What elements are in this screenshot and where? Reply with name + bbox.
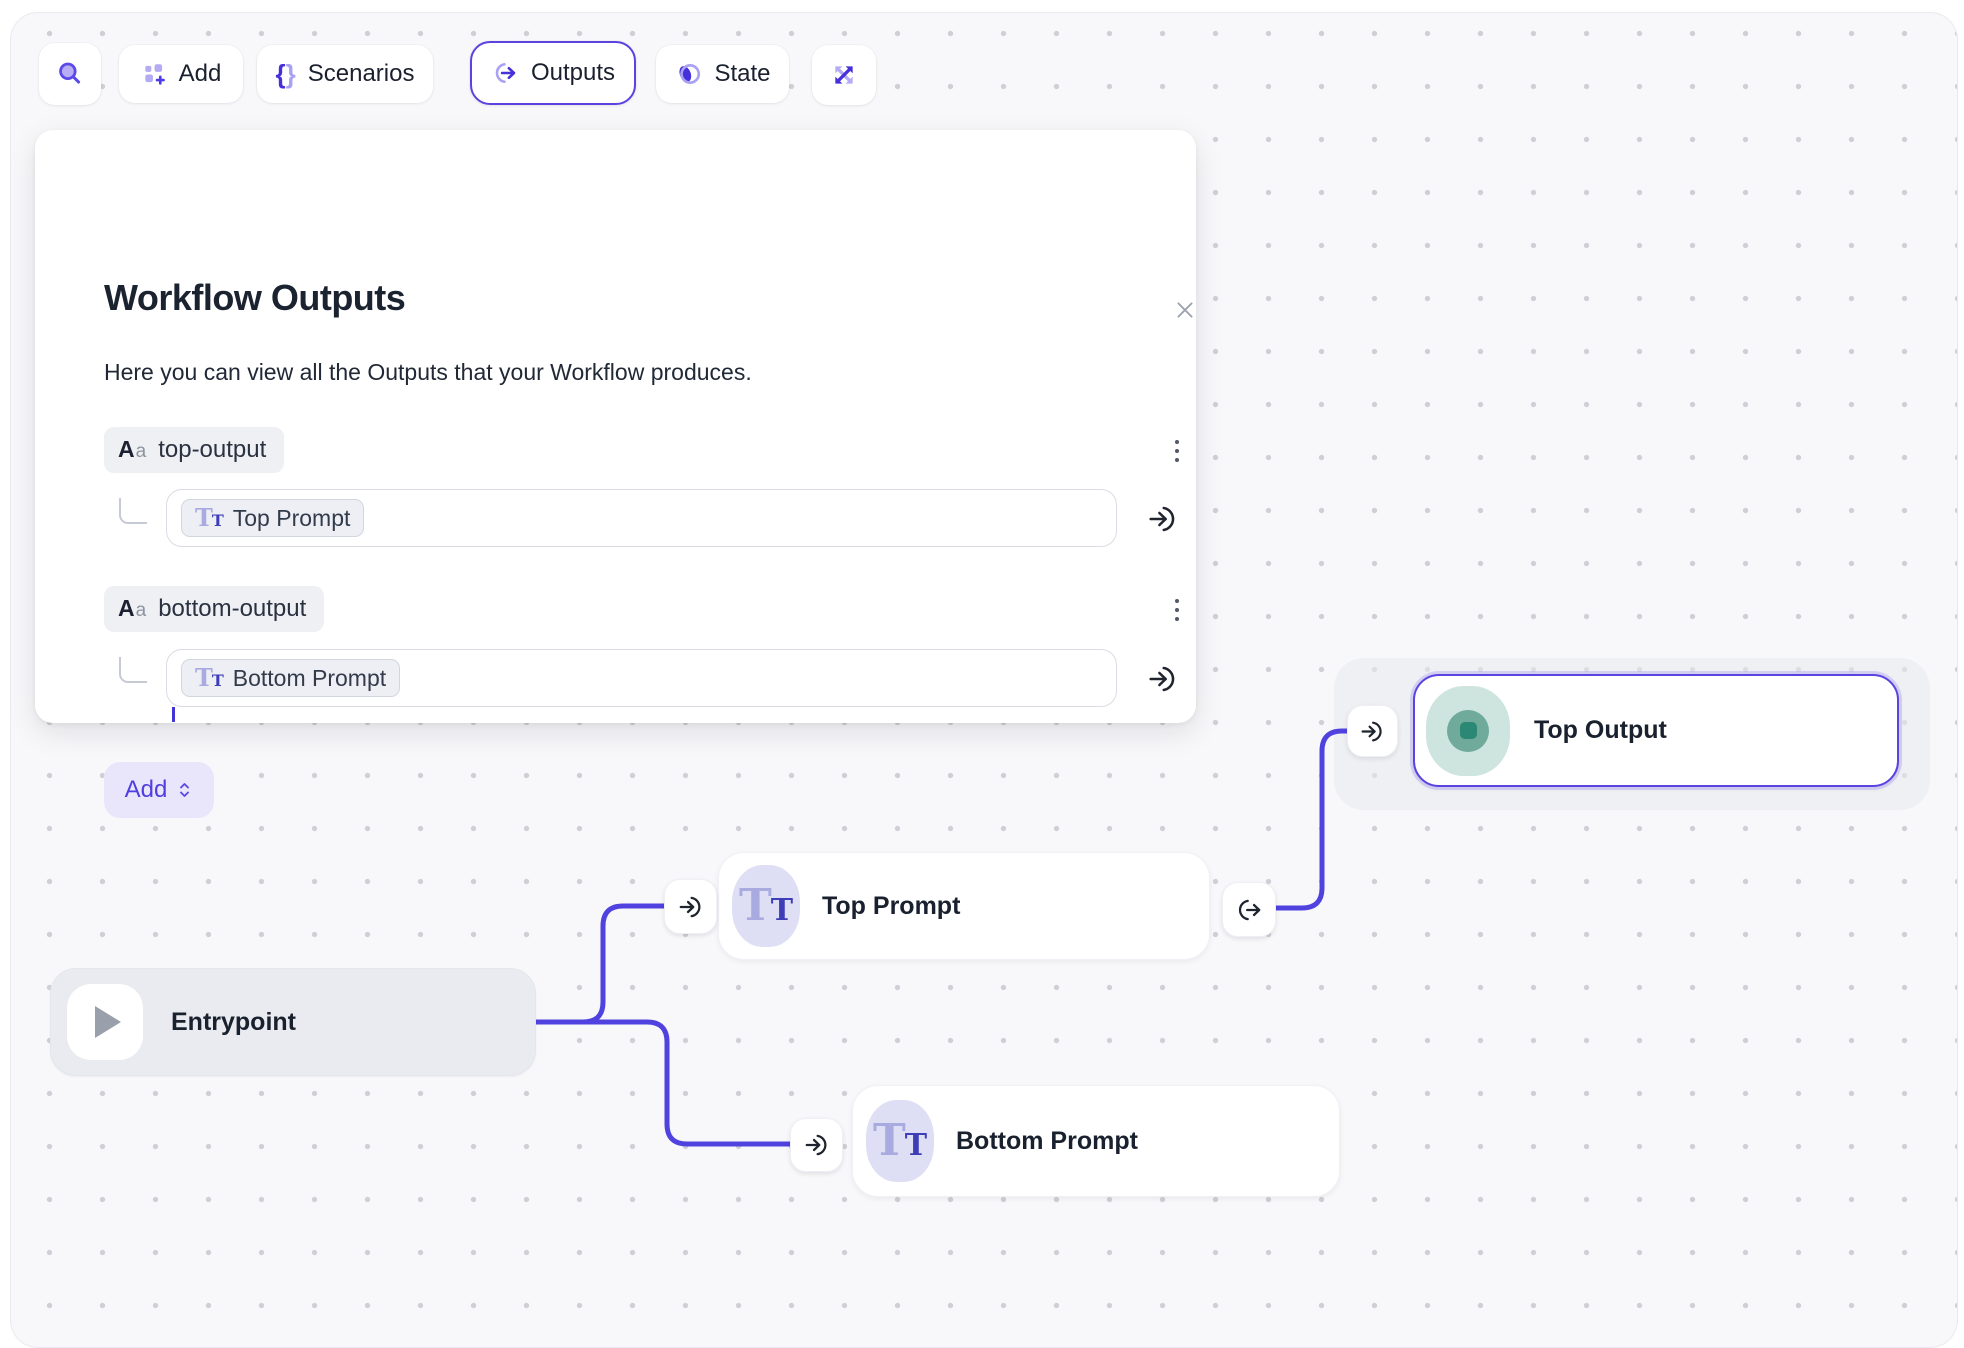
add-node-button[interactable]: Add <box>119 45 243 103</box>
top-prompt-output-port[interactable] <box>1222 882 1276 937</box>
enter-port-icon <box>1145 501 1181 537</box>
prompt-node-icon: TT <box>866 1100 934 1182</box>
text-type-icon: Aa <box>118 438 146 462</box>
add-output-button[interactable]: Add <box>104 762 214 818</box>
prompt-node-icon: TT <box>732 865 800 947</box>
node-label: Top Prompt <box>822 892 960 921</box>
expand-icon <box>831 62 857 88</box>
output-name-chip[interactable]: Aa bottom-output <box>104 586 324 632</box>
search-button[interactable] <box>39 43 101 105</box>
indent-connector <box>119 498 147 524</box>
play-icon <box>67 984 143 1060</box>
output-name: bottom-output <box>158 595 306 623</box>
node-label: Bottom Prompt <box>956 1127 1138 1156</box>
add-output-label: Add <box>125 776 168 804</box>
node-label: Entrypoint <box>171 1008 296 1037</box>
panel-subtitle: Here you can view all the Outputs that y… <box>104 359 752 386</box>
node-top-output[interactable]: Top Output <box>1413 674 1899 787</box>
output-value-label: Top Prompt <box>233 505 351 532</box>
prompt-type-icon: TT <box>195 506 224 531</box>
output-value-chip[interactable]: TT Bottom Prompt <box>181 659 400 697</box>
top-output-input-port[interactable] <box>1347 705 1398 757</box>
add-node-label: Add <box>179 60 222 88</box>
enter-port-icon <box>802 1130 832 1160</box>
outputs-button[interactable]: Outputs <box>470 41 636 105</box>
output-node-icon <box>1426 686 1510 776</box>
add-grid-icon <box>141 61 167 87</box>
output-name: top-output <box>158 436 266 464</box>
enter-port-icon <box>1358 717 1387 746</box>
panel-title: Workflow Outputs <box>104 277 405 319</box>
workflow-outputs-panel: Workflow Outputs Here you can view all t… <box>35 130 1196 723</box>
node-top-prompt[interactable]: TT Top Prompt <box>718 852 1210 960</box>
output-value-input[interactable]: TT Bottom Prompt <box>166 649 1117 707</box>
close-icon <box>1174 299 1196 321</box>
enter-port-icon <box>1145 661 1181 697</box>
top-prompt-input-port[interactable] <box>664 879 717 934</box>
node-bottom-prompt[interactable]: TT Bottom Prompt <box>852 1085 1340 1197</box>
exit-port-icon <box>1234 895 1264 925</box>
node-entrypoint[interactable]: Entrypoint <box>50 968 536 1076</box>
search-icon <box>55 59 85 89</box>
node-label: Top Output <box>1534 716 1667 745</box>
outputs-label: Outputs <box>531 59 615 87</box>
braces-icon: {} <box>276 61 296 87</box>
scenarios-button[interactable]: {} Scenarios <box>257 45 433 103</box>
output-menu-button[interactable] <box>1159 428 1195 474</box>
state-button[interactable]: State <box>656 45 789 103</box>
indent-connector <box>119 657 147 683</box>
state-label: State <box>714 60 770 88</box>
chevron-updown-icon <box>176 779 193 801</box>
prompt-type-icon: TT <box>195 666 224 691</box>
enter-port-icon <box>676 892 706 922</box>
output-value-label: Bottom Prompt <box>233 665 386 692</box>
text-type-icon: Aa <box>118 597 146 621</box>
state-icon <box>674 61 702 87</box>
bottom-prompt-input-port[interactable] <box>790 1118 843 1172</box>
scenarios-label: Scenarios <box>308 60 415 88</box>
expand-button[interactable] <box>812 45 876 105</box>
output-menu-button[interactable] <box>1159 587 1195 633</box>
output-value-chip[interactable]: TT Top Prompt <box>181 499 364 537</box>
output-port-button[interactable] <box>1145 501 1181 537</box>
output-name-chip[interactable]: Aa top-output <box>104 427 284 473</box>
text-caret <box>172 707 175 722</box>
output-arrow-icon <box>491 59 519 87</box>
close-panel-button[interactable] <box>1171 296 1199 324</box>
output-port-button[interactable] <box>1145 661 1181 697</box>
output-value-input[interactable]: TT Top Prompt <box>166 489 1117 547</box>
